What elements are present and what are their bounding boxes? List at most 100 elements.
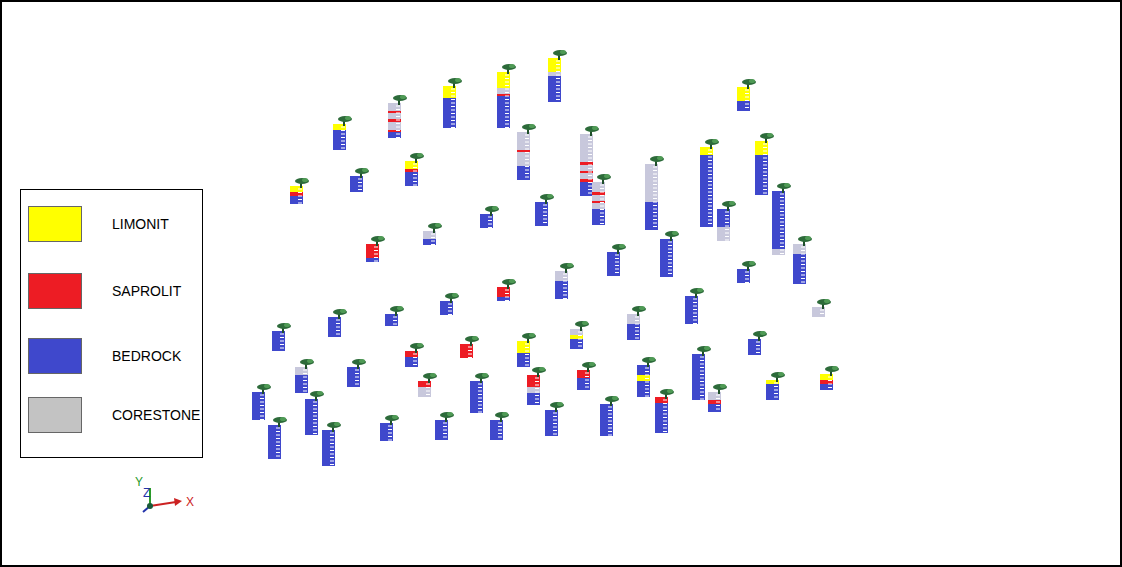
depth-tick <box>298 189 302 190</box>
depth-tick <box>725 219 729 220</box>
depth-tick <box>396 127 400 128</box>
depth-tick <box>468 347 472 348</box>
depth-tick <box>553 413 557 414</box>
depth-tick <box>478 384 482 385</box>
depth-tick <box>801 268 805 269</box>
collar-marker <box>529 124 535 128</box>
depth-tick <box>608 421 612 422</box>
collar-marker <box>582 321 588 325</box>
depth-tick <box>653 219 657 220</box>
depth-tick <box>478 394 482 395</box>
depth-tick <box>578 335 582 336</box>
depth-tick <box>260 395 264 396</box>
depth-tick <box>543 212 547 213</box>
drill-hole <box>405 343 424 367</box>
depth-tick <box>708 150 712 151</box>
depth-tick <box>615 272 619 273</box>
drill-hole <box>480 206 499 228</box>
legend-label: BEDROCK <box>112 348 181 364</box>
depth-tick <box>756 352 760 353</box>
drill-hole <box>766 372 785 400</box>
depth-tick <box>505 82 509 83</box>
depth-tick <box>780 197 784 198</box>
depth-tick <box>700 374 704 375</box>
depth-tick <box>396 120 400 121</box>
depth-tick <box>663 410 667 411</box>
collar-marker <box>605 396 619 402</box>
depth-tick <box>563 295 567 296</box>
depth-tick <box>396 134 400 135</box>
axis-letter: Z <box>143 487 150 499</box>
depth-tick <box>535 395 539 396</box>
depth-tick <box>303 391 307 392</box>
hole-interval <box>577 378 590 390</box>
depth-tick <box>276 456 280 457</box>
drill-hole <box>517 124 536 180</box>
depth-tick <box>756 345 760 346</box>
hole-interval <box>570 335 583 339</box>
depth-tick <box>505 85 509 86</box>
depth-tick <box>588 140 592 141</box>
depth-tick <box>426 394 430 395</box>
depth-tick <box>298 192 302 193</box>
legend-entry: BEDROCK <box>28 338 181 374</box>
depth-tick <box>588 193 592 194</box>
depth-tick <box>700 364 704 365</box>
depth-tick <box>600 206 604 207</box>
depth-tick <box>708 195 712 196</box>
drill-hole <box>577 362 596 390</box>
depth-tick <box>553 427 557 428</box>
drill-hole <box>347 359 366 387</box>
depth-tick <box>668 270 672 271</box>
depth-tick <box>396 130 400 131</box>
depth-tick <box>525 170 529 171</box>
depth-tick <box>653 191 657 192</box>
depth-tick <box>585 387 589 388</box>
collar-marker <box>720 384 726 388</box>
collar-marker <box>612 396 618 400</box>
depth-tick <box>563 277 567 278</box>
depth-tick <box>600 192 604 193</box>
depth-tick <box>588 175 592 176</box>
collar-marker <box>393 95 407 101</box>
depth-tick <box>396 106 400 107</box>
depth-tick <box>505 290 509 291</box>
depth-tick <box>700 367 704 368</box>
depth-tick <box>393 320 397 321</box>
depth-tick <box>336 334 340 335</box>
drill-hole <box>600 396 619 436</box>
depth-tick <box>298 196 302 197</box>
depth-tick <box>645 371 649 372</box>
depth-tick <box>443 433 447 434</box>
depth-tick <box>653 181 657 182</box>
depth-tick <box>774 393 778 394</box>
depth-tick <box>801 247 805 248</box>
hole-interval <box>627 324 640 340</box>
depth-tick <box>563 288 567 289</box>
depth-tick <box>756 342 760 343</box>
depth-tick <box>635 334 639 335</box>
depth-tick <box>525 173 529 174</box>
depth-tick <box>763 151 767 152</box>
depth-tick <box>478 412 482 413</box>
hole-interval <box>517 152 530 166</box>
depth-tick <box>780 201 784 202</box>
depth-tick <box>563 298 567 299</box>
depth-tick <box>260 402 264 403</box>
depth-tick <box>801 250 805 251</box>
depth-tick <box>525 351 529 352</box>
drill-hole <box>812 299 831 317</box>
drill-hole <box>645 156 664 230</box>
collar-marker <box>697 288 703 292</box>
collar-marker <box>632 306 646 312</box>
depth-tick <box>608 435 612 436</box>
depth-tick <box>443 423 447 424</box>
hole-interval <box>290 192 303 196</box>
collar-marker <box>448 78 462 84</box>
depth-tick <box>260 398 264 399</box>
depth-tick <box>451 120 455 121</box>
collar-marker <box>619 244 625 248</box>
hole-interval <box>517 150 530 152</box>
depth-tick <box>693 316 697 317</box>
collar-marker <box>642 357 656 363</box>
